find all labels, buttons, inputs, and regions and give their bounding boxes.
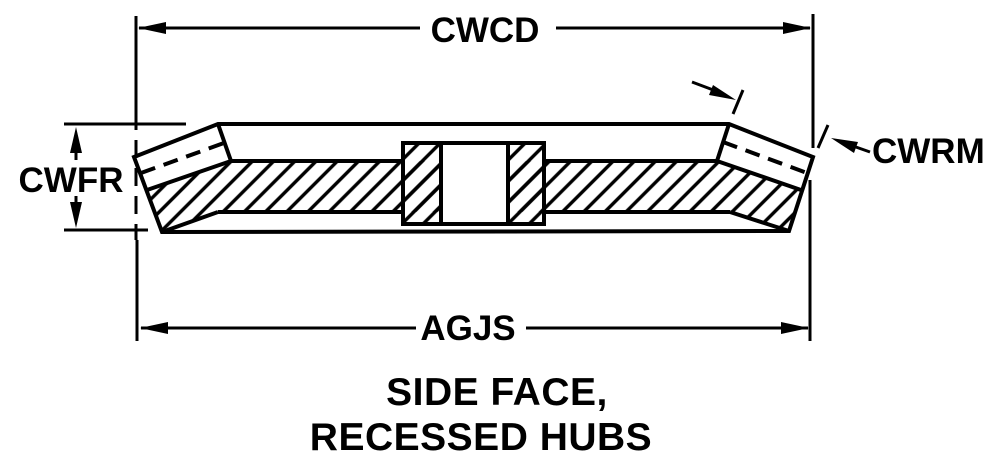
cwfr-dimension: CWFR [19, 122, 186, 232]
cwfr-label: CWFR [19, 161, 124, 200]
cwcd-dimension: CWCD [134, 11, 815, 240]
diagram-title-line1: SIDE FACE, [386, 371, 608, 414]
cwrm-arrowhead [831, 138, 858, 153]
hub-outline [401, 141, 546, 226]
cwrm-dimension: CWRM [816, 124, 985, 171]
right-flange-centerline [722, 140, 808, 175]
face-angle-indicator [691, 80, 745, 115]
cwcd-left-arrowhead [138, 22, 166, 34]
agjs-left-arrowhead [140, 322, 168, 334]
bore-edges [439, 143, 510, 224]
agjs-dimension: AGJS [135, 180, 812, 348]
face-tick-mark [731, 89, 745, 115]
agjs-right-arrowhead [781, 322, 809, 334]
bore-hole [441, 143, 508, 224]
face-leader-arrowhead [709, 85, 736, 100]
diagram-title-line2: RECESSED HUBS [310, 416, 652, 459]
wheel-outline [131, 122, 816, 235]
cwrm-tick-mark [816, 124, 830, 149]
diagram-title: SIDE FACE, RECESSED HUBS [310, 371, 652, 459]
cwfr-up-arrowhead [70, 127, 82, 153]
web-lower-edges [161, 210, 790, 234]
left-flange-centerline [140, 141, 225, 175]
flange-inner-lines [146, 159, 802, 192]
agjs-label: AGJS [420, 309, 515, 348]
cwrm-label: CWRM [872, 132, 985, 171]
cwfr-down-arrowhead [70, 202, 82, 228]
cwcd-label: CWCD [431, 11, 540, 50]
section-hatching [147, 143, 801, 232]
cwcd-right-arrowhead [783, 22, 811, 34]
